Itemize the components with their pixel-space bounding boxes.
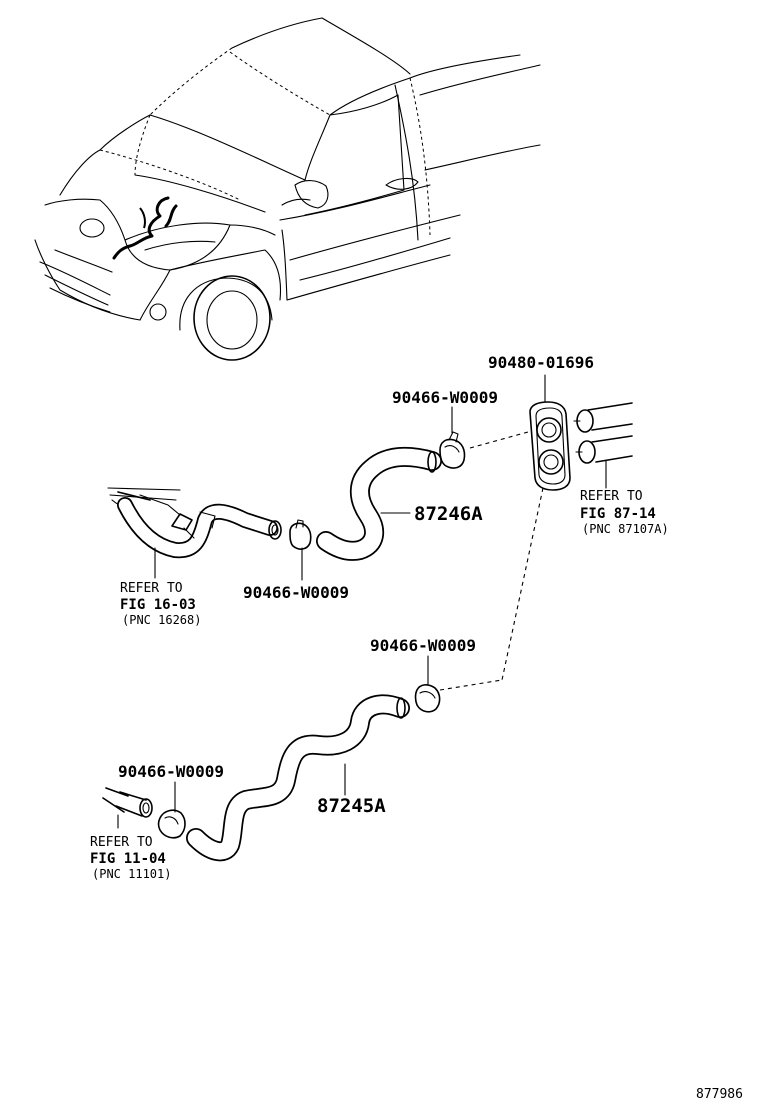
label-hose-upper: 87246A [414,503,483,525]
clamp-bottom [157,809,186,839]
reference-left: REFER TO FIG 16-03 (PNC 16268) [120,581,201,627]
label-clamp-bottom: 90466-W0009 [118,762,224,781]
label-hose-lower: 87245A [317,795,386,817]
svg-text:REFER TO: REFER TO [580,489,643,504]
engine-side-hose-left [107,487,282,559]
label-clamp-mid: 90466-W0009 [370,636,476,655]
svg-text:(PNC 16268): (PNC 16268) [122,613,201,627]
hose-87245a [186,694,410,862]
svg-text:FIG 16-03: FIG 16-03 [120,597,196,613]
vehicle-illustration [34,17,541,361]
engine-pipe-bottom [102,787,153,818]
label-grommet: 90480-01696 [488,353,594,372]
svg-text:(PNC 87107A): (PNC 87107A) [582,522,669,536]
label-clamp-left: 90466-W0009 [243,583,349,602]
svg-text:REFER TO: REFER TO [120,581,183,596]
body-pipes-right [573,402,633,464]
svg-text:FIG 87-14: FIG 87-14 [580,506,656,522]
clamp-top [439,431,466,469]
label-clamp-top: 90466-W0009 [392,388,498,407]
svg-text:FIG 11-04: FIG 11-04 [90,851,166,867]
figure-id: 877986 [696,1087,743,1102]
washer-hose-in-vehicle [112,196,170,260]
clamp-left [289,519,312,550]
hose-87246a [316,446,442,561]
grommet-90480-01696 [529,401,571,491]
clamp-mid [414,684,441,713]
svg-text:REFER TO: REFER TO [90,835,153,850]
reference-right: REFER TO FIG 87-14 (PNC 87107A) [580,489,669,536]
reference-bottom: REFER TO FIG 11-04 (PNC 11101) [90,835,171,881]
svg-text:(PNC 11101): (PNC 11101) [92,867,171,881]
